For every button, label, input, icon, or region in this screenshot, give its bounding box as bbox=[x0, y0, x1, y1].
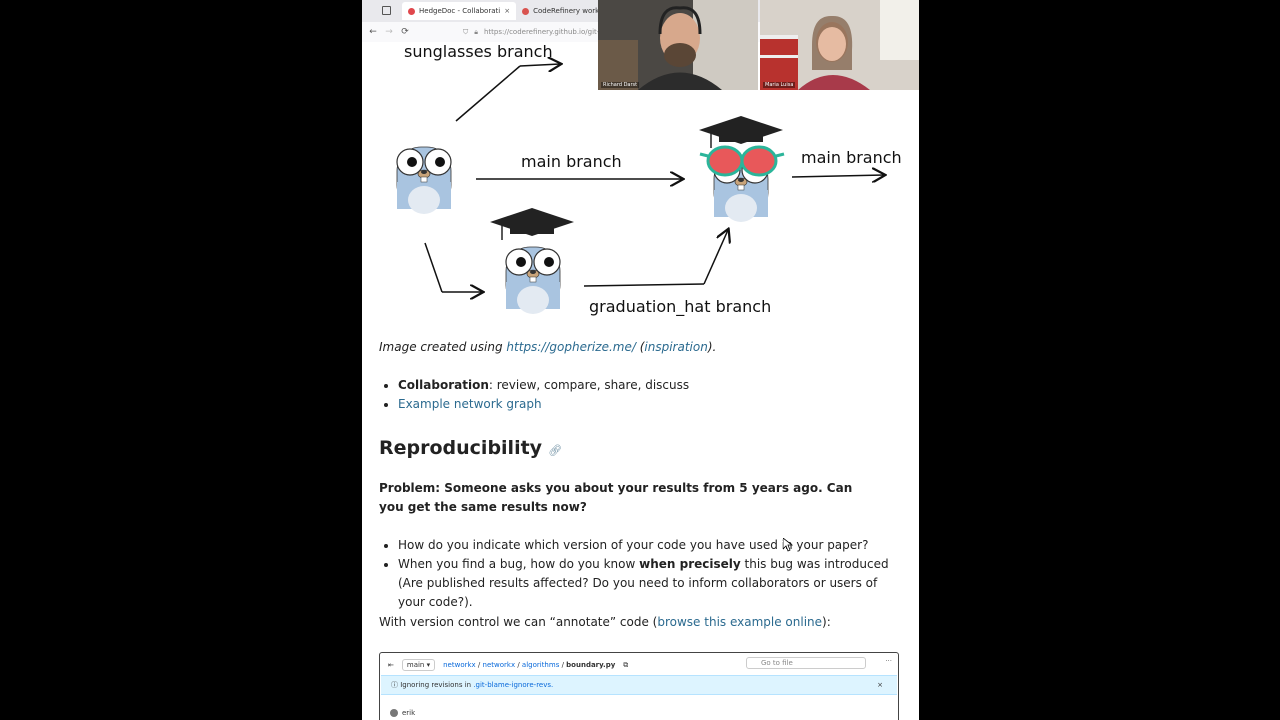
breadcrumb: networkx / networkx / algorithms / bound… bbox=[443, 661, 616, 669]
heading-text: Reproducibility bbox=[379, 437, 543, 459]
author-name: erik bbox=[402, 709, 416, 717]
network-graph-link[interactable]: Example network graph bbox=[398, 397, 542, 411]
questions-list: How do you indicate which version of you… bbox=[398, 536, 898, 612]
page-content: sunglasses branch main branch main branc… bbox=[362, 42, 919, 720]
graduation-hat-icon bbox=[698, 115, 784, 149]
gopher-graduation-hat bbox=[505, 246, 561, 315]
address-bar[interactable]: ⛉ 🔒︎ https://coderefinery.github.io/git-… bbox=[463, 28, 606, 37]
list-item-text: : review, compare, share, discuss bbox=[488, 378, 690, 392]
inspiration-link[interactable]: inspiration bbox=[644, 340, 708, 354]
list-item-bold: Collaboration bbox=[398, 378, 489, 392]
arrow-graduation-merge-up bbox=[703, 230, 728, 285]
caption-prefix: Image created using bbox=[379, 340, 507, 354]
benefits-list: Collaboration: review, compare, share, d… bbox=[398, 376, 689, 414]
arrow-graduation-merge bbox=[583, 283, 705, 287]
section-heading: Reproducibility 🔗︎ bbox=[379, 437, 562, 459]
arrow-main-right bbox=[791, 175, 884, 177]
participant-2-name: Maria Luisa bbox=[763, 82, 796, 88]
list-item-bold: when precisely bbox=[639, 557, 741, 571]
tab-list-icon[interactable] bbox=[382, 6, 391, 15]
crumb: networkx bbox=[482, 661, 516, 669]
tab-title: HedgeDoc - Collaborati bbox=[419, 7, 501, 15]
gopher-plain bbox=[396, 146, 452, 215]
video-participant-1: Richard Darst bbox=[598, 0, 758, 90]
list-item: How do you indicate which version of you… bbox=[398, 536, 898, 555]
sidebar-toggle-icon: ⇤ bbox=[388, 661, 394, 669]
close-icon: × bbox=[877, 681, 883, 689]
tab-title: CodeRefinery workshop bbox=[533, 7, 617, 15]
list-item: When you find a bug, how do you know whe… bbox=[398, 555, 898, 612]
image-caption: Image created using https://gopherize.me… bbox=[379, 338, 716, 357]
hedgedoc-favicon-icon bbox=[408, 7, 415, 15]
tab-hedgedoc[interactable]: HedgeDoc - Collaborati × bbox=[402, 2, 517, 20]
crumb: algorithms bbox=[521, 661, 560, 669]
more-options-icon: ··· bbox=[885, 657, 892, 665]
gopherize-link[interactable]: https://gopherize.me/ bbox=[506, 340, 636, 354]
caption-middle: ( bbox=[635, 340, 645, 354]
github-screenshot: ⇤ main ▾ networkx / networkx / algorithm… bbox=[379, 652, 899, 720]
ignore-revs-banner: ⓘ Ignoring revisions in .git-blame-ignor… bbox=[381, 675, 897, 695]
shield-icon: ⛉ bbox=[463, 27, 469, 36]
arrow-to-sunglasses-end bbox=[519, 64, 560, 66]
tab-coderefinery[interactable]: CodeRefinery workshop bbox=[516, 2, 622, 20]
arrow-to-graduation bbox=[424, 242, 443, 293]
mouse-cursor-icon bbox=[783, 538, 793, 552]
arrow-to-sunglasses bbox=[455, 65, 521, 122]
lock-icon: 🔒︎ bbox=[474, 27, 478, 36]
caption-suffix: ). bbox=[707, 340, 717, 354]
branch-selector: main ▾ bbox=[401, 659, 436, 671]
list-item: Example network graph bbox=[398, 395, 689, 414]
annotate-paragraph: With version control we can “annotate” c… bbox=[379, 613, 831, 632]
crumb: networkx bbox=[443, 661, 476, 669]
coderefinery-favicon-icon bbox=[522, 7, 530, 15]
banner-text: ing revisions in bbox=[418, 681, 474, 689]
browse-example-link[interactable]: browse this example online bbox=[657, 615, 823, 629]
forward-icon[interactable]: → bbox=[385, 27, 393, 37]
anchor-link-icon[interactable]: 🔗︎ bbox=[548, 444, 563, 457]
participant-1-video bbox=[598, 0, 758, 90]
sunglasses-icon bbox=[699, 145, 785, 177]
branch-diagram: sunglasses branch main branch main branc… bbox=[396, 42, 902, 317]
list-item-text: When you find a bug, how do you know bbox=[398, 557, 640, 571]
copy-icon: ⧉ bbox=[623, 660, 629, 669]
avatar bbox=[390, 709, 398, 717]
label-main-branch-right: main branch bbox=[801, 148, 902, 167]
list-item-text: this bug was introduced (Are published r… bbox=[398, 557, 889, 609]
label-main-branch-left: main branch bbox=[521, 152, 622, 171]
info-icon: ⓘ bbox=[391, 681, 398, 689]
back-icon[interactable]: ← bbox=[369, 27, 377, 37]
go-to-file-text: Go to file bbox=[761, 659, 793, 667]
browser-window: HedgeDoc - Collaborati × CodeRefinery wo… bbox=[362, 0, 919, 720]
reload-icon[interactable]: ⟳ bbox=[401, 27, 409, 37]
annotate-text: With version control we can “annotate” c… bbox=[379, 615, 658, 629]
commit-author: erik bbox=[390, 709, 415, 717]
participant-1-name: Richard Darst bbox=[601, 82, 640, 88]
banner-link: .git-blame-ignore-revs. bbox=[473, 681, 554, 689]
banner-text: Ignor bbox=[400, 681, 419, 689]
graduation-hat-icon bbox=[489, 207, 575, 241]
participant-2-video bbox=[760, 0, 919, 90]
video-participant-2: Maria Luisa bbox=[760, 0, 919, 90]
label-graduation-hat-branch: graduation_hat branch bbox=[589, 297, 771, 317]
label-sunglasses-branch: sunglasses branch bbox=[404, 42, 553, 61]
close-tab-icon[interactable]: × bbox=[504, 7, 511, 15]
annotate-text: ): bbox=[822, 615, 831, 629]
branch-name: main bbox=[406, 661, 425, 669]
go-to-file-input: Go to file bbox=[746, 657, 866, 669]
url-text: https://coderefinery.github.io/git-in bbox=[483, 28, 606, 36]
github-header: ⇤ main ▾ networkx / networkx / algorithm… bbox=[388, 659, 628, 671]
list-item: Collaboration: review, compare, share, d… bbox=[398, 376, 689, 395]
problem-statement: Problem: Someone asks you about your res… bbox=[379, 481, 853, 514]
file-name: boundary.py bbox=[566, 661, 616, 669]
